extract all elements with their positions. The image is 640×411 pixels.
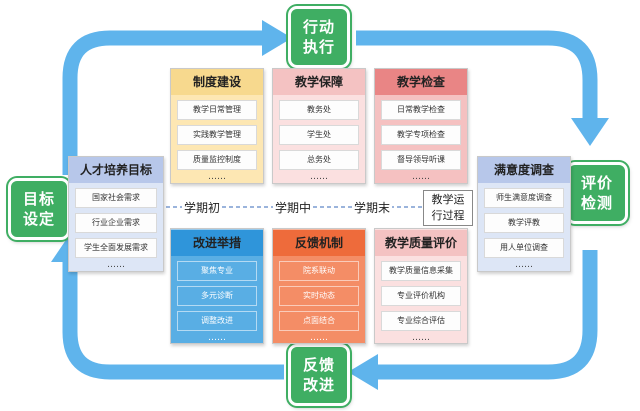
panel-item: 教学评教 — [484, 213, 564, 233]
panel-item: 实践教学管理 — [177, 125, 257, 145]
cycle-node-text: 行动 — [302, 18, 335, 36]
panel-teaching-inspection: 教学检查 日常教学检查 教学专项检查 督导领导听课 …… — [374, 68, 468, 184]
panel-item: 院系联动 — [279, 261, 359, 281]
run-text: 教学运 — [431, 193, 465, 206]
panel-more: …… — [107, 260, 125, 270]
cycle-node-text: 检测 — [580, 194, 613, 212]
timeline-end: 学期末 — [352, 199, 393, 216]
panel-item: 调整改进 — [177, 311, 257, 331]
panel-item: 点面结合 — [279, 311, 359, 331]
panel-item: 师生满意度调查 — [484, 188, 564, 208]
cycle-node-action: 行动 执行 — [288, 6, 350, 68]
panel-item: 教学日常管理 — [177, 100, 257, 120]
panel-improvement-measures: 改进举措 聚焦专业 多元诊断 调整改进 …… — [170, 228, 264, 344]
panel-title: 反馈机制 — [273, 229, 365, 256]
panel-title: 教学保障 — [273, 69, 365, 95]
panel-item: 教学质量信息采集 — [381, 261, 461, 281]
panel-more: …… — [310, 333, 328, 343]
panel-item: 学生处 — [279, 125, 359, 145]
panel-more: …… — [412, 172, 430, 182]
panel-title: 教学质量评价 — [375, 229, 467, 256]
panel-more: …… — [310, 172, 328, 182]
panel-more: …… — [412, 333, 430, 343]
panel-talent-goals: 人才培养目标 国家社会需求 行业企业需求 学生全面发展需求 …… — [68, 156, 164, 272]
panel-title: 改进举措 — [171, 229, 263, 256]
cycle-node-feedback: 反馈 改进 — [288, 344, 350, 406]
panel-satisfaction-survey: 满意度调查 师生满意度调查 教学评教 用人单位调查 …… — [477, 156, 571, 272]
panel-item: 实时动态 — [279, 286, 359, 306]
panel-item: 多元诊断 — [177, 286, 257, 306]
cycle-node-text: 目标 — [22, 190, 55, 208]
loop-track — [356, 30, 598, 125]
teaching-process-box: 教学运 行过程 — [423, 190, 473, 226]
cycle-node-text: 评价 — [580, 174, 613, 192]
panel-more: …… — [515, 260, 533, 270]
arrow-left-icon — [348, 354, 378, 390]
cycle-node-goal: 目标 设定 — [8, 178, 70, 240]
panel-item: 日常教学检查 — [381, 100, 461, 120]
panel-feedback-mechanism: 反馈机制 院系联动 实时动态 点面结合 …… — [272, 228, 366, 344]
panel-more: …… — [208, 172, 226, 182]
panel-item: 专业评价机构 — [381, 286, 461, 306]
panel-quality-evaluation: 教学质量评价 教学质量信息采集 专业评价机构 专业综合评估 …… — [374, 228, 468, 344]
loop-track — [62, 30, 280, 175]
panel-item: 教务处 — [279, 100, 359, 120]
panel-more: …… — [208, 333, 226, 343]
panel-item: 督导领导听课 — [381, 150, 461, 170]
panel-teaching-support: 教学保障 教务处 学生处 总务处 …… — [272, 68, 366, 184]
panel-item: 国家社会需求 — [75, 188, 157, 208]
panel-item: 学生全面发展需求 — [75, 238, 157, 258]
panel-title: 教学检查 — [375, 69, 467, 95]
panel-title: 人才培养目标 — [69, 157, 163, 183]
panel-item: 质量监控制度 — [177, 150, 257, 170]
cycle-node-text: 执行 — [302, 38, 335, 56]
arrow-down-icon — [571, 118, 609, 146]
arrow-right-icon — [262, 20, 292, 56]
cycle-node-text: 改进 — [302, 376, 335, 394]
panel-system-building: 制度建设 教学日常管理 实践教学管理 质量监控制度 …… — [170, 68, 264, 184]
run-text: 行过程 — [431, 209, 465, 222]
loop-track — [62, 245, 284, 380]
cycle-node-evaluate: 评价 检测 — [566, 162, 628, 224]
timeline-start: 学期初 — [182, 199, 223, 216]
panel-item: 总务处 — [279, 150, 359, 170]
panel-item: 专业综合评估 — [381, 311, 461, 331]
panel-item: 聚焦专业 — [177, 261, 257, 281]
panel-title: 制度建设 — [171, 69, 263, 95]
loop-track — [370, 250, 598, 380]
panel-item: 行业企业需求 — [75, 213, 157, 233]
cycle-node-text: 反馈 — [302, 356, 335, 374]
timeline-middle: 学期中 — [273, 199, 314, 216]
panel-title: 满意度调查 — [478, 157, 570, 183]
panel-item: 用人单位调查 — [484, 238, 564, 258]
cycle-node-text: 设定 — [22, 210, 55, 228]
panel-item: 教学专项检查 — [381, 125, 461, 145]
